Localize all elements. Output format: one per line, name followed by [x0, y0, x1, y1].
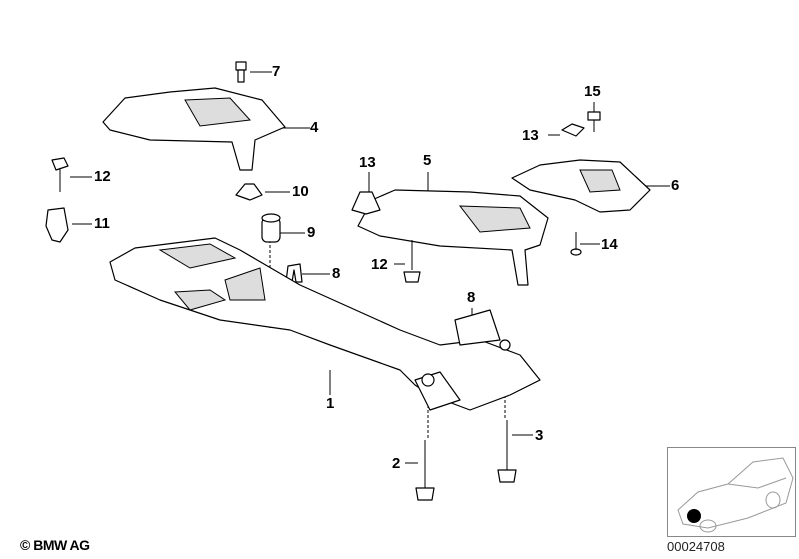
clip-10	[235, 183, 263, 201]
callout-8: 8	[332, 265, 341, 282]
callout-12: 12	[94, 168, 111, 185]
callout-2: 2	[392, 455, 401, 472]
callout-8: 8	[467, 289, 476, 306]
screw-12	[51, 157, 69, 192]
screw-12b	[403, 240, 421, 283]
callout-3: 3	[535, 427, 544, 444]
callout-12: 12	[371, 256, 388, 273]
callout-10: 10	[292, 183, 309, 200]
car-outline-icon	[677, 457, 794, 533]
clip-13a	[351, 191, 381, 215]
bolt-7	[235, 61, 247, 83]
callout-13: 13	[522, 127, 539, 144]
callout-7: 7	[272, 63, 281, 80]
leader-lines	[70, 71, 670, 464]
screw-14	[570, 232, 582, 256]
shield-4-raised-area	[184, 97, 252, 127]
bolt-3	[497, 420, 517, 483]
callout-1: 1	[326, 395, 335, 412]
callout-14: 14	[601, 236, 618, 253]
location-marker	[687, 509, 701, 523]
copyright: © BMW AG	[20, 537, 90, 553]
rubber-mount-9	[261, 213, 281, 243]
shield-5-raised-area	[458, 205, 531, 233]
screw-15	[587, 111, 601, 132]
clip-13b	[561, 123, 585, 137]
callout-5: 5	[423, 152, 432, 169]
underbody-shield-6	[511, 159, 651, 213]
callout-15: 15	[584, 83, 601, 100]
bushing-11	[45, 207, 69, 243]
callout-11: 11	[94, 215, 110, 232]
front-axle-carrier-1	[109, 237, 541, 411]
shield-6-raised-area	[579, 169, 621, 193]
callout-6: 6	[671, 177, 680, 194]
callout-13: 13	[359, 154, 376, 171]
callout-9: 9	[307, 224, 316, 241]
callout-4: 4	[310, 119, 319, 136]
bolt-2	[415, 440, 435, 501]
clamp-8b	[454, 309, 501, 346]
vehicle-location-thumbnail	[667, 447, 796, 537]
image-id: 00024708	[667, 539, 725, 554]
